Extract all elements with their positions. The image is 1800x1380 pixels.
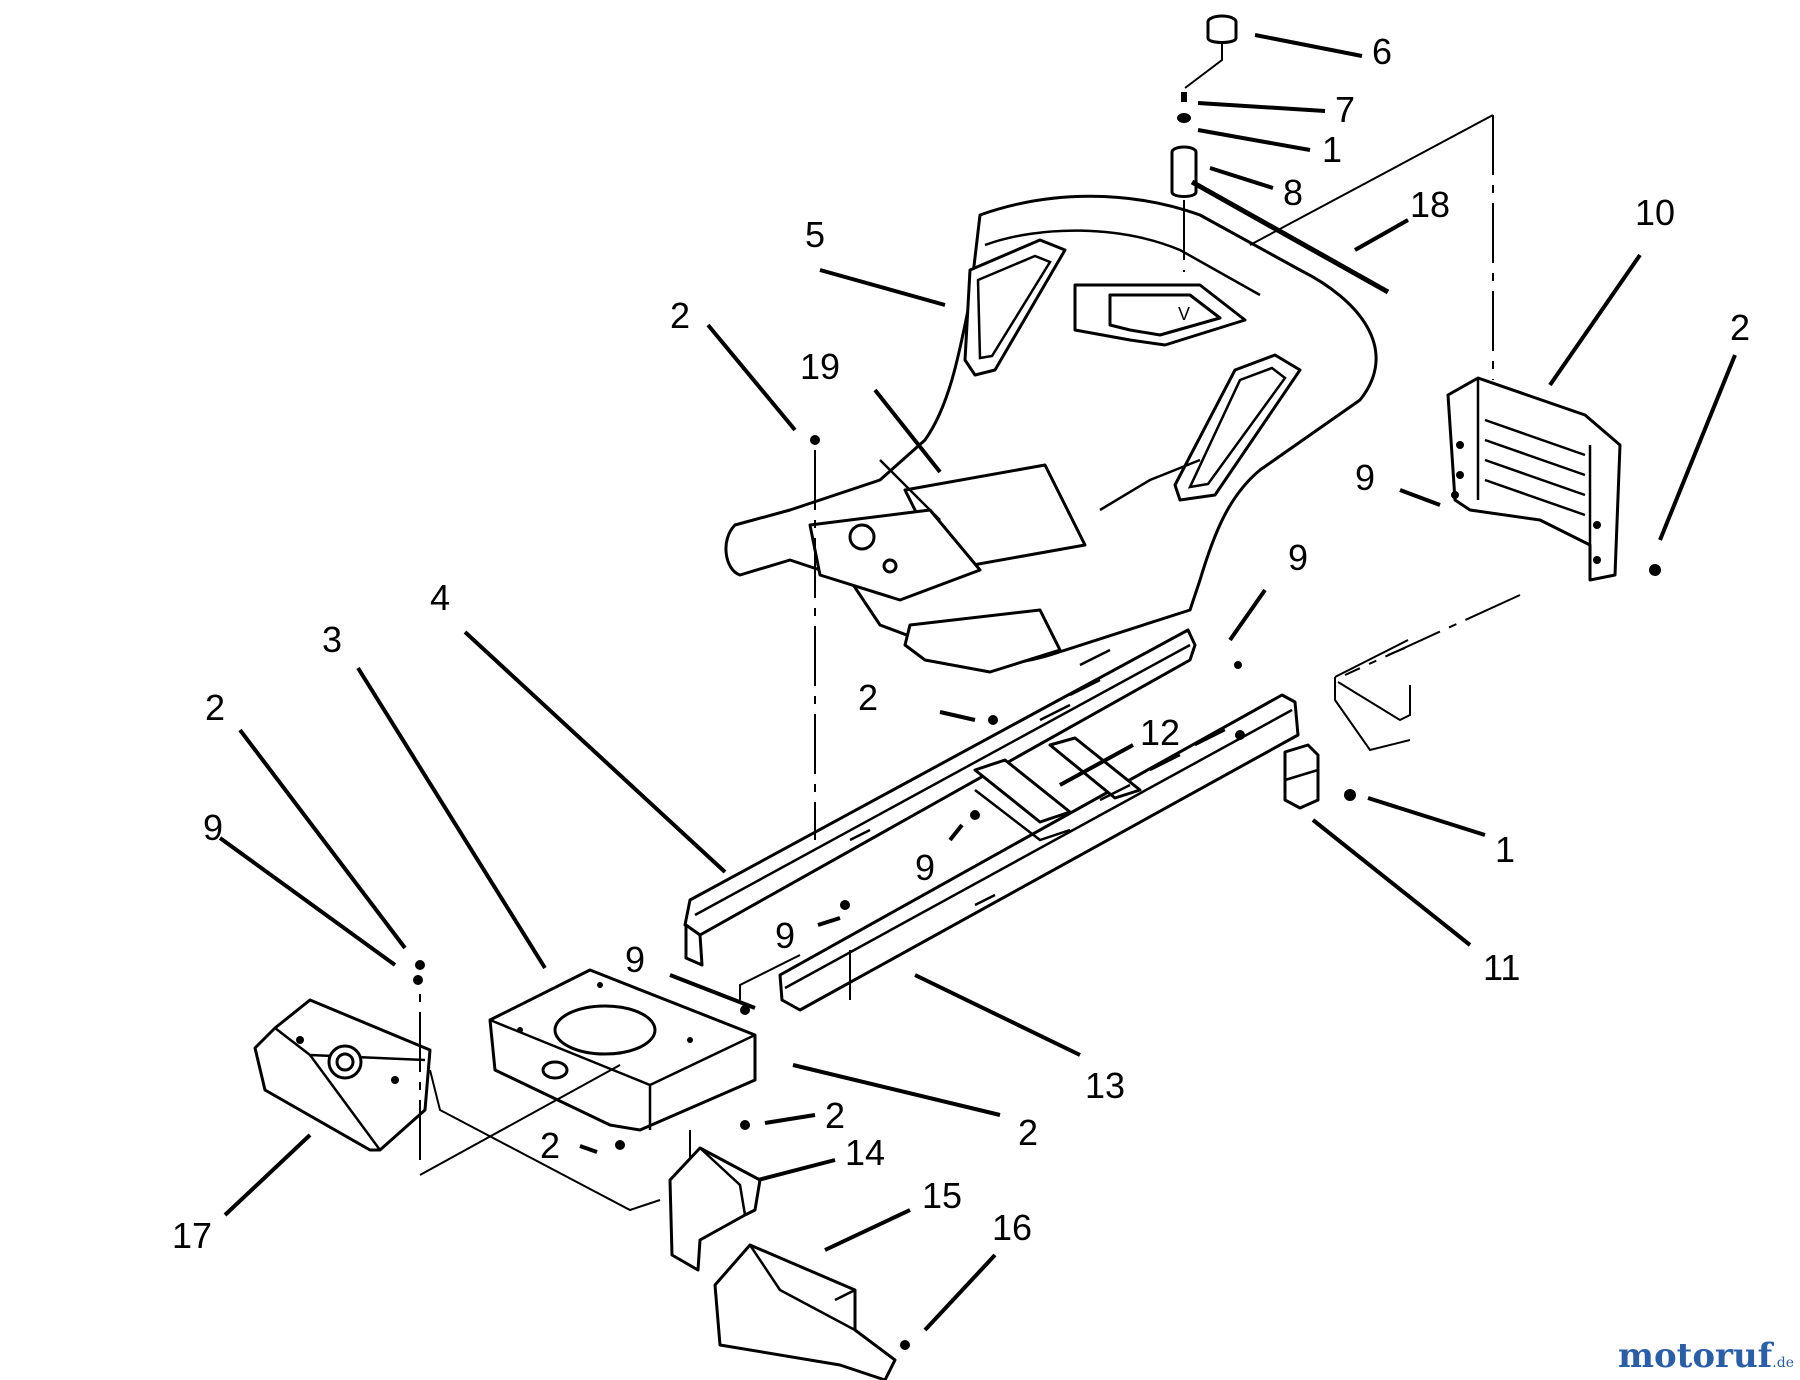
- part-18-rod: [1190, 179, 1390, 295]
- callout-18: 18: [1410, 184, 1450, 225]
- callout-9: 9: [1288, 537, 1308, 578]
- callout-6: 6: [1372, 31, 1392, 72]
- callout-12: 12: [1140, 712, 1180, 753]
- callout-16: 16: [992, 1207, 1032, 1248]
- assembly-lines: [419, 114, 1521, 1212]
- callout-2: 1: [1495, 829, 1515, 870]
- callout-1: 1: [1322, 129, 1342, 170]
- callout-8: 8: [1283, 172, 1303, 213]
- callout-14: 14: [845, 1132, 885, 1173]
- callout-2: 2: [1730, 307, 1750, 348]
- callout-2: 2: [825, 1095, 845, 1136]
- callout-19: 19: [800, 346, 840, 387]
- front-shields: [668, 1146, 897, 1380]
- fuel-cap-assembly: [1170, 14, 1238, 272]
- right-side-panel: [1446, 376, 1622, 582]
- callout-labels: 6 7 1 8 18 10 5 2 19 2 9 9 4 3 2 12 2 1 …: [172, 31, 1750, 1256]
- hardware: [413, 435, 1661, 1350]
- fender-assembly: V: [724, 194, 1378, 674]
- callout-15: 15: [922, 1175, 962, 1216]
- callout-17: 17: [172, 1215, 212, 1256]
- svg-text:V: V: [1178, 304, 1190, 324]
- callout-2: 2: [858, 677, 878, 718]
- callout-10: 10: [1635, 192, 1675, 233]
- callout-3: 3: [322, 619, 342, 660]
- callout-9: 2: [1018, 1112, 1038, 1153]
- leader-lines: [218, 33, 1737, 1332]
- callout-9: 9: [775, 915, 795, 956]
- front-panel: [253, 998, 432, 1152]
- callout-9: 9: [1355, 457, 1375, 498]
- callout-9: 9: [625, 939, 645, 980]
- callout-1: 9: [203, 807, 223, 848]
- watermark-logo: motoruf.de: [1618, 1336, 1794, 1376]
- watermark-brand: motoruf: [1618, 1336, 1773, 1376]
- callout-2: 2: [205, 687, 225, 728]
- callout-9: 9: [915, 847, 935, 888]
- callout-2: 2: [540, 1125, 560, 1166]
- callout-11: 11: [1483, 947, 1520, 988]
- callout-13: 13: [1085, 1065, 1125, 1106]
- callout-7: 7: [1335, 89, 1355, 130]
- callout-5: 5: [805, 214, 825, 255]
- callout-4: 4: [430, 577, 450, 618]
- watermark-tld: .de: [1772, 1355, 1794, 1371]
- frame-rails: [683, 628, 1411, 1012]
- engine-mount-plate: [488, 968, 757, 1132]
- callout-2: 2: [670, 295, 690, 336]
